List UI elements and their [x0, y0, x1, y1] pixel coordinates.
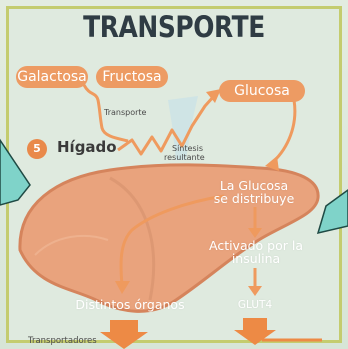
arrow-to-glut4-head: [248, 286, 262, 296]
label-transporte: Transporte: [104, 108, 146, 117]
label-distintos-organos: Distintos órganos: [70, 298, 190, 311]
step-number-badge: 5: [27, 139, 47, 159]
label-distribuye-2: se distribuye: [204, 192, 304, 205]
right-teal-decoration: [318, 190, 348, 233]
arrow-glucosa-down: [273, 100, 295, 162]
label-sintesis-2: resultante: [164, 153, 205, 162]
label-activado-2: insulina: [200, 252, 312, 265]
label-transportadores: Transportadores: [28, 336, 97, 346]
big-down-arrow-left: [100, 320, 148, 349]
label-higado: Hígado: [57, 138, 117, 156]
label-sintesis-1: Síntesis: [172, 144, 203, 153]
left-teal-decoration: [0, 140, 30, 205]
pill-fructosa: Fructosa: [96, 66, 168, 88]
page-title: TRANSPORTE: [24, 10, 323, 44]
pill-galactosa: Galactosa: [16, 66, 88, 88]
pill-glucosa: Glucosa: [219, 80, 305, 102]
label-glut4: GLUT4: [232, 299, 278, 312]
